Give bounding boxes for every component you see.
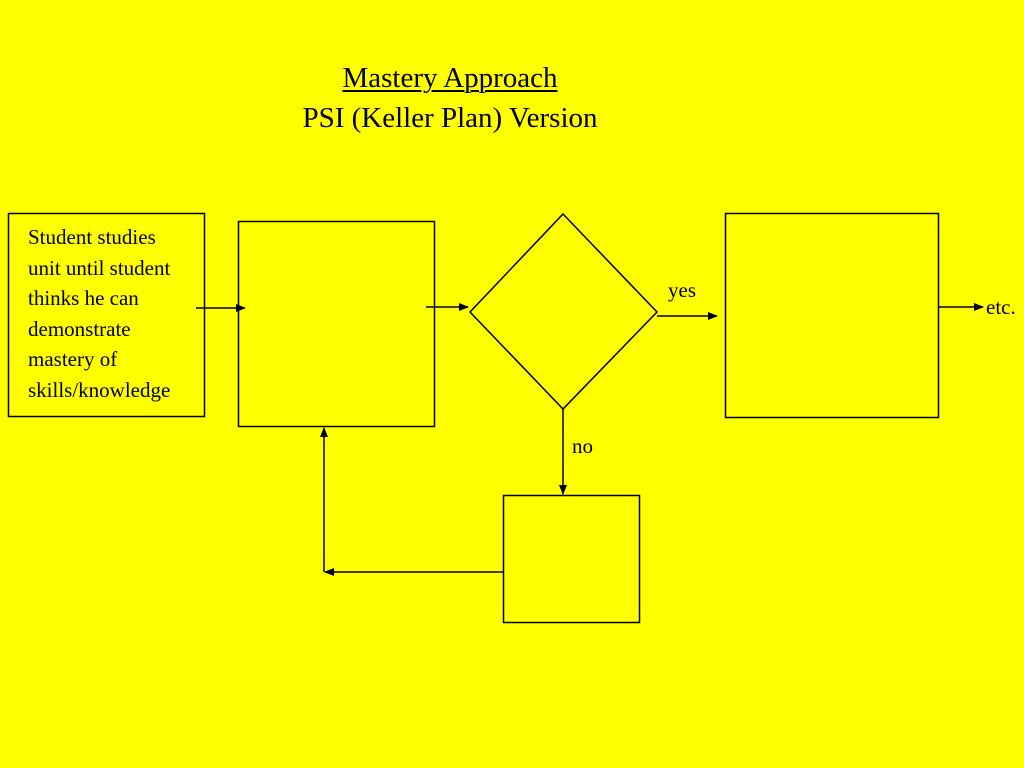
start-box-line: demonstrate: [28, 316, 131, 341]
diagram-title: Mastery Approach PSI (Keller Plan) Versi…: [220, 58, 680, 138]
yes-label: yes: [668, 278, 696, 302]
remediation-box: [502, 494, 641, 624]
start-box-text: Student studies unit until student think…: [28, 222, 218, 405]
title-mastery-approach: Mastery Approach: [342, 62, 558, 94]
start-box: [7, 212, 206, 418]
start-box-line: mastery of: [28, 347, 118, 371]
title-psi-version: PSI (Keller Plan) Version: [302, 102, 598, 134]
start-box-line: Student studies: [28, 225, 156, 249]
next-box: [724, 212, 940, 419]
etc-label: etc.: [986, 295, 1016, 319]
decision-diamond: [468, 212, 659, 411]
start-box-line: skills/knowledge: [28, 377, 171, 402]
no-label: no: [572, 434, 593, 458]
start-box-line: unit until student: [28, 255, 171, 280]
start-box-line: thinks he can: [28, 286, 139, 310]
test-box: [237, 220, 436, 428]
